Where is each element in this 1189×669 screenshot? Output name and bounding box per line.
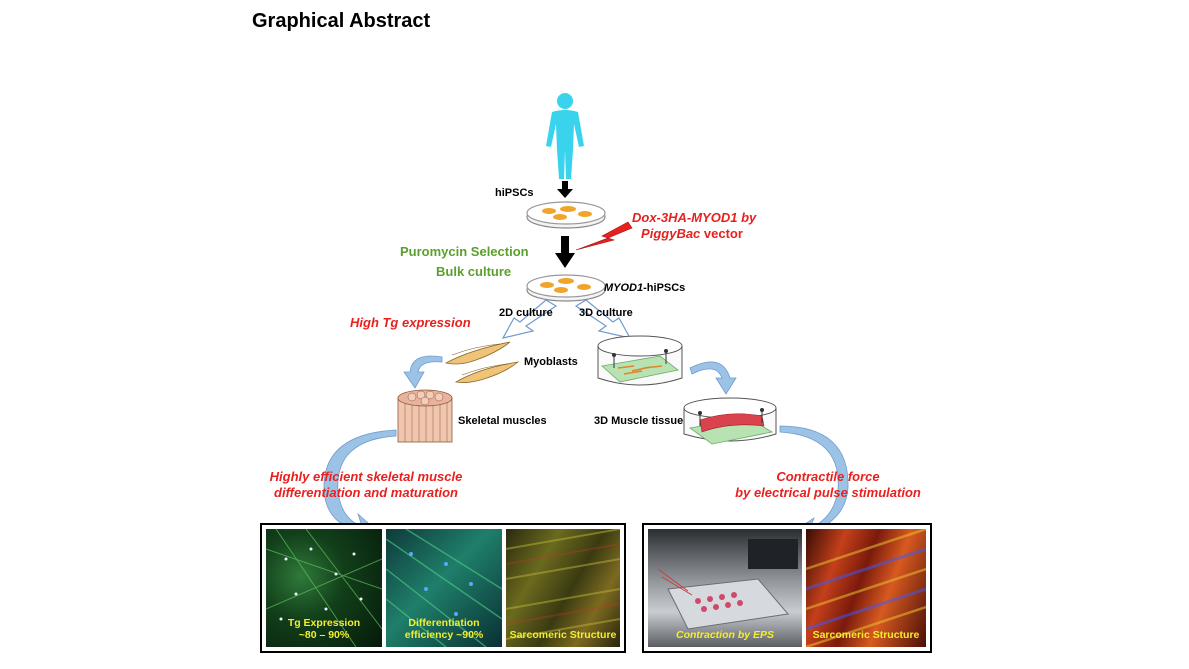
sarcomeric-structure-image: Sarcomeric Structure: [506, 529, 620, 647]
piggybac-text: PiggyBac: [641, 226, 701, 241]
tg-expression-image: Tg Expression ~80 – 90%: [266, 529, 382, 647]
striation-pattern: [506, 529, 620, 640]
caption-line2: efficiency ~90%: [404, 629, 484, 641]
graphical-abstract-title: Graphical Abstract: [252, 10, 431, 32]
lightning-bolt-icon: [575, 221, 633, 251]
curved-arrow-icon: [403, 355, 443, 389]
caption-line1: Tg Expression: [287, 617, 361, 629]
culture-2d-label: 2D culture: [499, 307, 553, 319]
striation-pattern: [806, 529, 926, 647]
down-arrow-icon: [557, 181, 573, 198]
contractile-force-label: Contractile force by electrical pulse st…: [730, 469, 926, 501]
vector-text: vector: [700, 226, 743, 241]
vector-label-line1: Dox-3HA-MYOD1 by: [632, 210, 757, 225]
myod1-hipscs-label: MYOD1-hiPSCs: [604, 282, 685, 294]
arrow-to-2d: [501, 299, 558, 339]
culture-3d-label: 3D culture: [579, 307, 633, 319]
fluorescence-pattern: [386, 529, 502, 647]
myoblasts-illustration: [444, 341, 520, 383]
arrow-to-3d: [574, 299, 632, 339]
eps-device-illustration: [657, 539, 798, 630]
sarcomeric-structure-image-right: Sarcomeric Structure: [806, 529, 926, 647]
hipscs-suffix: -hiPSCs: [643, 282, 686, 294]
right-results-panel: Contraction by EPS Sarcomeric Structure: [642, 523, 932, 653]
bulk-culture-label: Bulk culture: [436, 264, 512, 279]
contractile-line1: Contractile force: [776, 469, 880, 484]
vector-label: Dox-3HA-MYOD1 by PiggyBac vector: [632, 210, 757, 242]
caption-line2: ~80 – 90%: [298, 629, 350, 641]
down-arrow-icon: [555, 236, 575, 268]
highly-efficient-label: Highly efficient skeletal muscle differe…: [266, 469, 466, 501]
skeletal-muscles-label: Skeletal muscles: [458, 415, 547, 427]
sarcomeric-caption-right: Sarcomeric Structure: [812, 629, 920, 641]
vector-label-line2: PiggyBac vector: [632, 226, 752, 242]
culture-dish-myod1: [526, 274, 606, 302]
contractile-line2: by electrical pulse stimulation: [735, 485, 921, 500]
differentiation-efficiency-image: Differentiation efficiency ~90%: [386, 529, 502, 647]
fluorescence-pattern: [266, 529, 382, 647]
highly-line1: Highly efficient skeletal muscle: [269, 469, 463, 484]
sarcomeric-caption: Sarcomeric Structure: [509, 629, 617, 641]
high-tg-label: High Tg expression: [350, 315, 471, 330]
contraction-caption: Contraction by EPS: [675, 629, 774, 641]
puromycin-label: Puromycin Selection: [400, 244, 529, 259]
muscle-tissue-3d-label: 3D Muscle tissue: [594, 415, 684, 427]
highly-line2: differentiation and maturation: [274, 485, 458, 500]
differentiation-caption: Differentiation efficiency ~90%: [386, 617, 502, 641]
myoblasts-label: Myoblasts: [524, 356, 578, 368]
human-figure-icon: [546, 93, 584, 179]
skeletal-muscle-bundle: [397, 389, 453, 443]
contraction-eps-image: Contraction by EPS: [648, 529, 802, 647]
culture-dish-hipscs: [526, 201, 606, 229]
caption-line1: Differentiation: [408, 617, 480, 629]
curved-arrow-icon: [689, 361, 737, 395]
hipscs-label: hiPSCs: [495, 187, 534, 199]
tg-expression-caption: Tg Expression ~80 – 90%: [266, 617, 382, 641]
3d-culture-chamber: [597, 335, 683, 386]
myod1-italic: MYOD1: [604, 282, 644, 294]
left-results-panel: Tg Expression ~80 – 90% Differentiation …: [260, 523, 626, 653]
3d-muscle-tissue-chamber: [683, 397, 777, 445]
